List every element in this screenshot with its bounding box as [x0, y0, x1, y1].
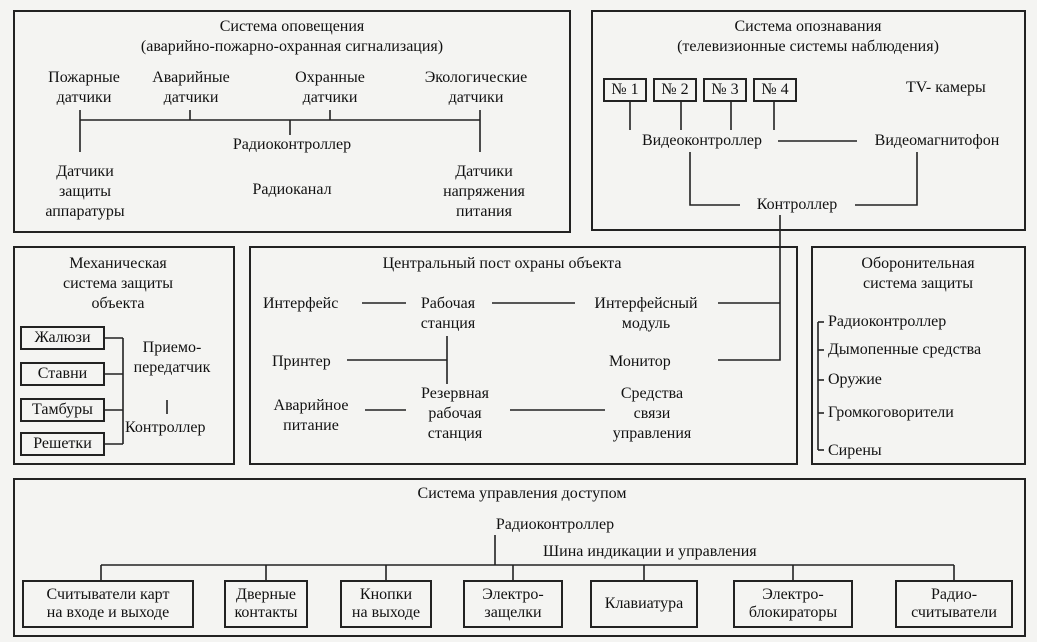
central-post-panel — [249, 246, 798, 465]
videocontroller-label: Видеоконтроллер — [640, 131, 764, 151]
indication-bus-label: Шина индикации и управления — [542, 542, 758, 562]
grilles-box: Решетки — [20, 432, 105, 456]
mechanical-system-panel — [13, 246, 235, 465]
shutters-box: Ставни — [20, 362, 105, 386]
defense-system-panel — [811, 246, 1026, 465]
transceiver-label: Приемо-передатчик — [132, 338, 212, 378]
electric-blockers-box: Электро-блокираторы — [733, 580, 853, 628]
camera-4-box: № 4 — [753, 78, 797, 102]
printer-label: Принтер — [271, 352, 332, 372]
tv-cameras-label: TV- камеры — [905, 78, 987, 98]
monitor-label: Монитор — [608, 352, 672, 372]
ident-controller-label: Контроллер — [755, 195, 839, 215]
radio-readers-box: Радио-считыватели — [895, 580, 1013, 628]
identification-system-title: Система опознавания — [733, 17, 883, 37]
electric-latches-box: Электро-защелки — [463, 580, 563, 628]
access-radiocontroller-label: Радиоконтроллер — [494, 515, 616, 535]
identification-system-panel — [591, 10, 1026, 231]
camera-3-box: № 3 — [703, 78, 747, 102]
access-control-title: Система управления доступом — [416, 484, 628, 504]
camera-2-box: № 2 — [653, 78, 697, 102]
vestibules-box: Тамбуры — [20, 398, 105, 422]
alarm-system-panel — [13, 10, 571, 233]
camera-1-box: № 1 — [603, 78, 647, 102]
video-recorder-label: Видеомагнитофон — [873, 131, 1001, 151]
access-control-panel — [13, 478, 1026, 637]
central-post-title: Центральный пост охраны объекта — [381, 254, 623, 274]
interface-label: Интерфейс — [262, 294, 340, 314]
alarm-radiocontroller-label: Радиоконтроллер — [231, 135, 353, 155]
radiochannel-label: Радиоканал — [251, 180, 333, 200]
defense-radiocontroller-label: Радиоконтроллер — [827, 312, 948, 332]
keypad-box: Клавиатура — [590, 580, 698, 628]
identification-system-subtitle: (телевизионные системы наблюдения) — [676, 37, 940, 57]
sirens-label: Сирены — [827, 441, 883, 461]
mech-controller-label: Контроллер — [124, 418, 207, 438]
smoke-foam-label: Дымопенные средства — [827, 340, 983, 360]
blinds-box: Жалюзи — [20, 326, 105, 350]
alarm-system-title: Система оповещения — [218, 17, 366, 37]
alarm-system-subtitle: (аварийно-пожарно-охранная сигнализация) — [139, 37, 445, 57]
weapons-label: Оружие — [827, 370, 883, 390]
loudspeakers-label: Громкоговорители — [827, 403, 955, 423]
